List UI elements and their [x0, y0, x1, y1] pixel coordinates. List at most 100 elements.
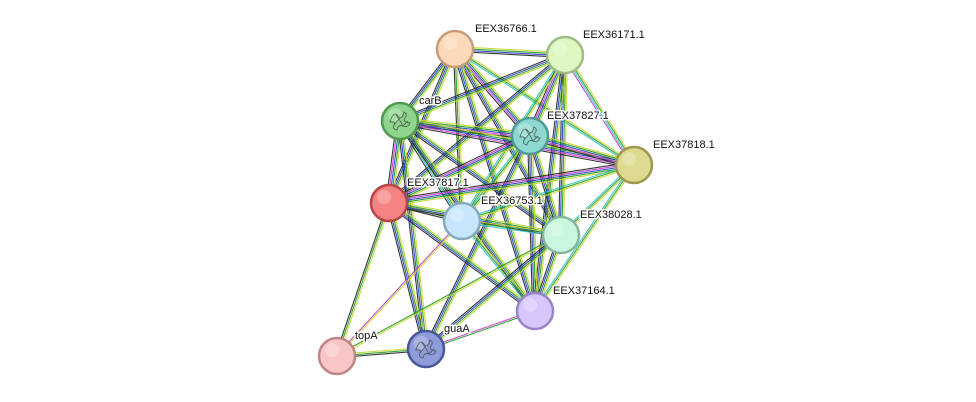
- node-circle[interactable]: [541, 215, 581, 255]
- edge-eex37827-1-eex37817-1[interactable]: [387, 132, 532, 207]
- node-label-halo: EEX37817.1: [407, 177, 469, 189]
- node-label: EEX37817.1: [407, 177, 469, 189]
- node-label: topA: [355, 330, 378, 342]
- edge-line-yellow: [400, 117, 531, 134]
- edge-line-magenta: [336, 220, 462, 356]
- edge-line-black: [452, 49, 560, 237]
- edge-line-black: [527, 136, 534, 312]
- edge-line-black: [387, 52, 564, 202]
- node-highlight: [622, 152, 636, 166]
- edge-line-green: [389, 202, 428, 349]
- edge-eex37827-1-eex37164-1[interactable]: [527, 135, 538, 312]
- node-circle[interactable]: [515, 291, 555, 331]
- edge-eex38028-1-guaa[interactable]: [424, 232, 563, 352]
- edge-line-black: [398, 52, 565, 120]
- edge-eex36171-1-carb[interactable]: [398, 52, 567, 124]
- edge-line-yellow: [390, 56, 567, 206]
- edge-line-magenta: [388, 162, 634, 202]
- edge-eex37818-1-eex37164-1[interactable]: [533, 163, 636, 313]
- edge-line-yellow: [427, 236, 563, 352]
- protein-structure-icon: [519, 126, 541, 146]
- node-label: EEX36766.1: [475, 23, 537, 35]
- node-circle[interactable]: [317, 336, 357, 376]
- edge-line-green: [534, 164, 635, 312]
- edge-eex36753-1-eex37164-1[interactable]: [460, 219, 537, 313]
- edge-line-blue: [388, 135, 531, 204]
- node-circle[interactable]: [614, 145, 654, 185]
- edge-eex36171-1-eex37818-1[interactable]: [562, 53, 637, 167]
- edge-line-yellow: [566, 53, 637, 165]
- edge-line-black: [424, 232, 560, 348]
- edge-line-yellow: [337, 235, 562, 358]
- edge-line-cyan: [533, 163, 634, 311]
- edge-line-green: [389, 201, 536, 311]
- node-label: EEX36753.1: [481, 195, 543, 207]
- node-label: EEX36171.1: [583, 29, 645, 41]
- edge-line-yellow: [531, 135, 538, 311]
- edge-line-blue: [388, 164, 635, 204]
- edge-line-blue: [425, 233, 561, 349]
- edge-line-blue: [528, 136, 535, 312]
- edge-eex37817-1-topa[interactable]: [334, 202, 392, 357]
- node-label: EEX37827.1: [547, 110, 609, 122]
- edge-line-green: [336, 233, 561, 356]
- edge-line-green: [389, 136, 531, 205]
- edge-line-green: [400, 55, 566, 123]
- edge-line-black: [387, 204, 534, 314]
- edge-line-blue: [387, 203, 426, 350]
- edge-line-yellow: [390, 138, 532, 207]
- node-circle[interactable]: [545, 35, 585, 75]
- edge-line-green: [336, 202, 390, 357]
- edge-eex36753-1-topa[interactable]: [336, 220, 463, 357]
- edge-line-blue: [533, 54, 565, 311]
- edge-line-black: [397, 121, 461, 223]
- edge-line-black: [386, 203, 425, 350]
- edge-eex38028-1-topa[interactable]: [336, 233, 562, 358]
- node-highlight: [549, 222, 563, 236]
- edge-line-yellow: [457, 46, 533, 135]
- node-highlight: [523, 298, 537, 312]
- node-label: EEX37164.1: [553, 285, 615, 297]
- edge-line-yellow: [462, 165, 635, 224]
- edge-line-yellow: [562, 55, 568, 236]
- node-highlight: [553, 42, 567, 56]
- edge-line-magenta: [388, 134, 530, 203]
- edge-eex37164-1-guaa[interactable]: [425, 309, 536, 351]
- edge-line-cyan: [460, 221, 535, 313]
- node-label: carB: [419, 95, 442, 107]
- edge-line-magenta: [562, 55, 633, 167]
- node-label-halo: EEX36766.1: [475, 23, 537, 35]
- edge-line-magenta: [425, 309, 535, 349]
- edge-eex37818-1-eex37817-1[interactable]: [388, 161, 635, 207]
- node-label-halo: carB: [419, 95, 442, 107]
- node-highlight: [377, 190, 391, 204]
- node-circle[interactable]: [442, 201, 482, 241]
- edge-line-blue: [387, 48, 455, 203]
- node-label: EEX38028.1: [580, 209, 642, 221]
- edge-line-green: [389, 166, 635, 206]
- node-circle[interactable]: [369, 183, 409, 223]
- edge-line-yellow: [337, 203, 392, 357]
- node-label: EEX37818.1: [653, 139, 715, 151]
- node-highlight: [450, 208, 464, 222]
- edge-line-green: [461, 220, 536, 312]
- edge-line-blue: [388, 203, 535, 313]
- edge-line-green: [461, 164, 635, 222]
- edge-eex37818-1-eex36753-1[interactable]: [461, 162, 635, 224]
- node-circle[interactable]: [435, 29, 475, 69]
- edge-line-yellow: [456, 48, 465, 221]
- edge-eex37817-1-eex37164-1[interactable]: [387, 200, 537, 314]
- node-label-halo: EEX37818.1: [653, 139, 715, 151]
